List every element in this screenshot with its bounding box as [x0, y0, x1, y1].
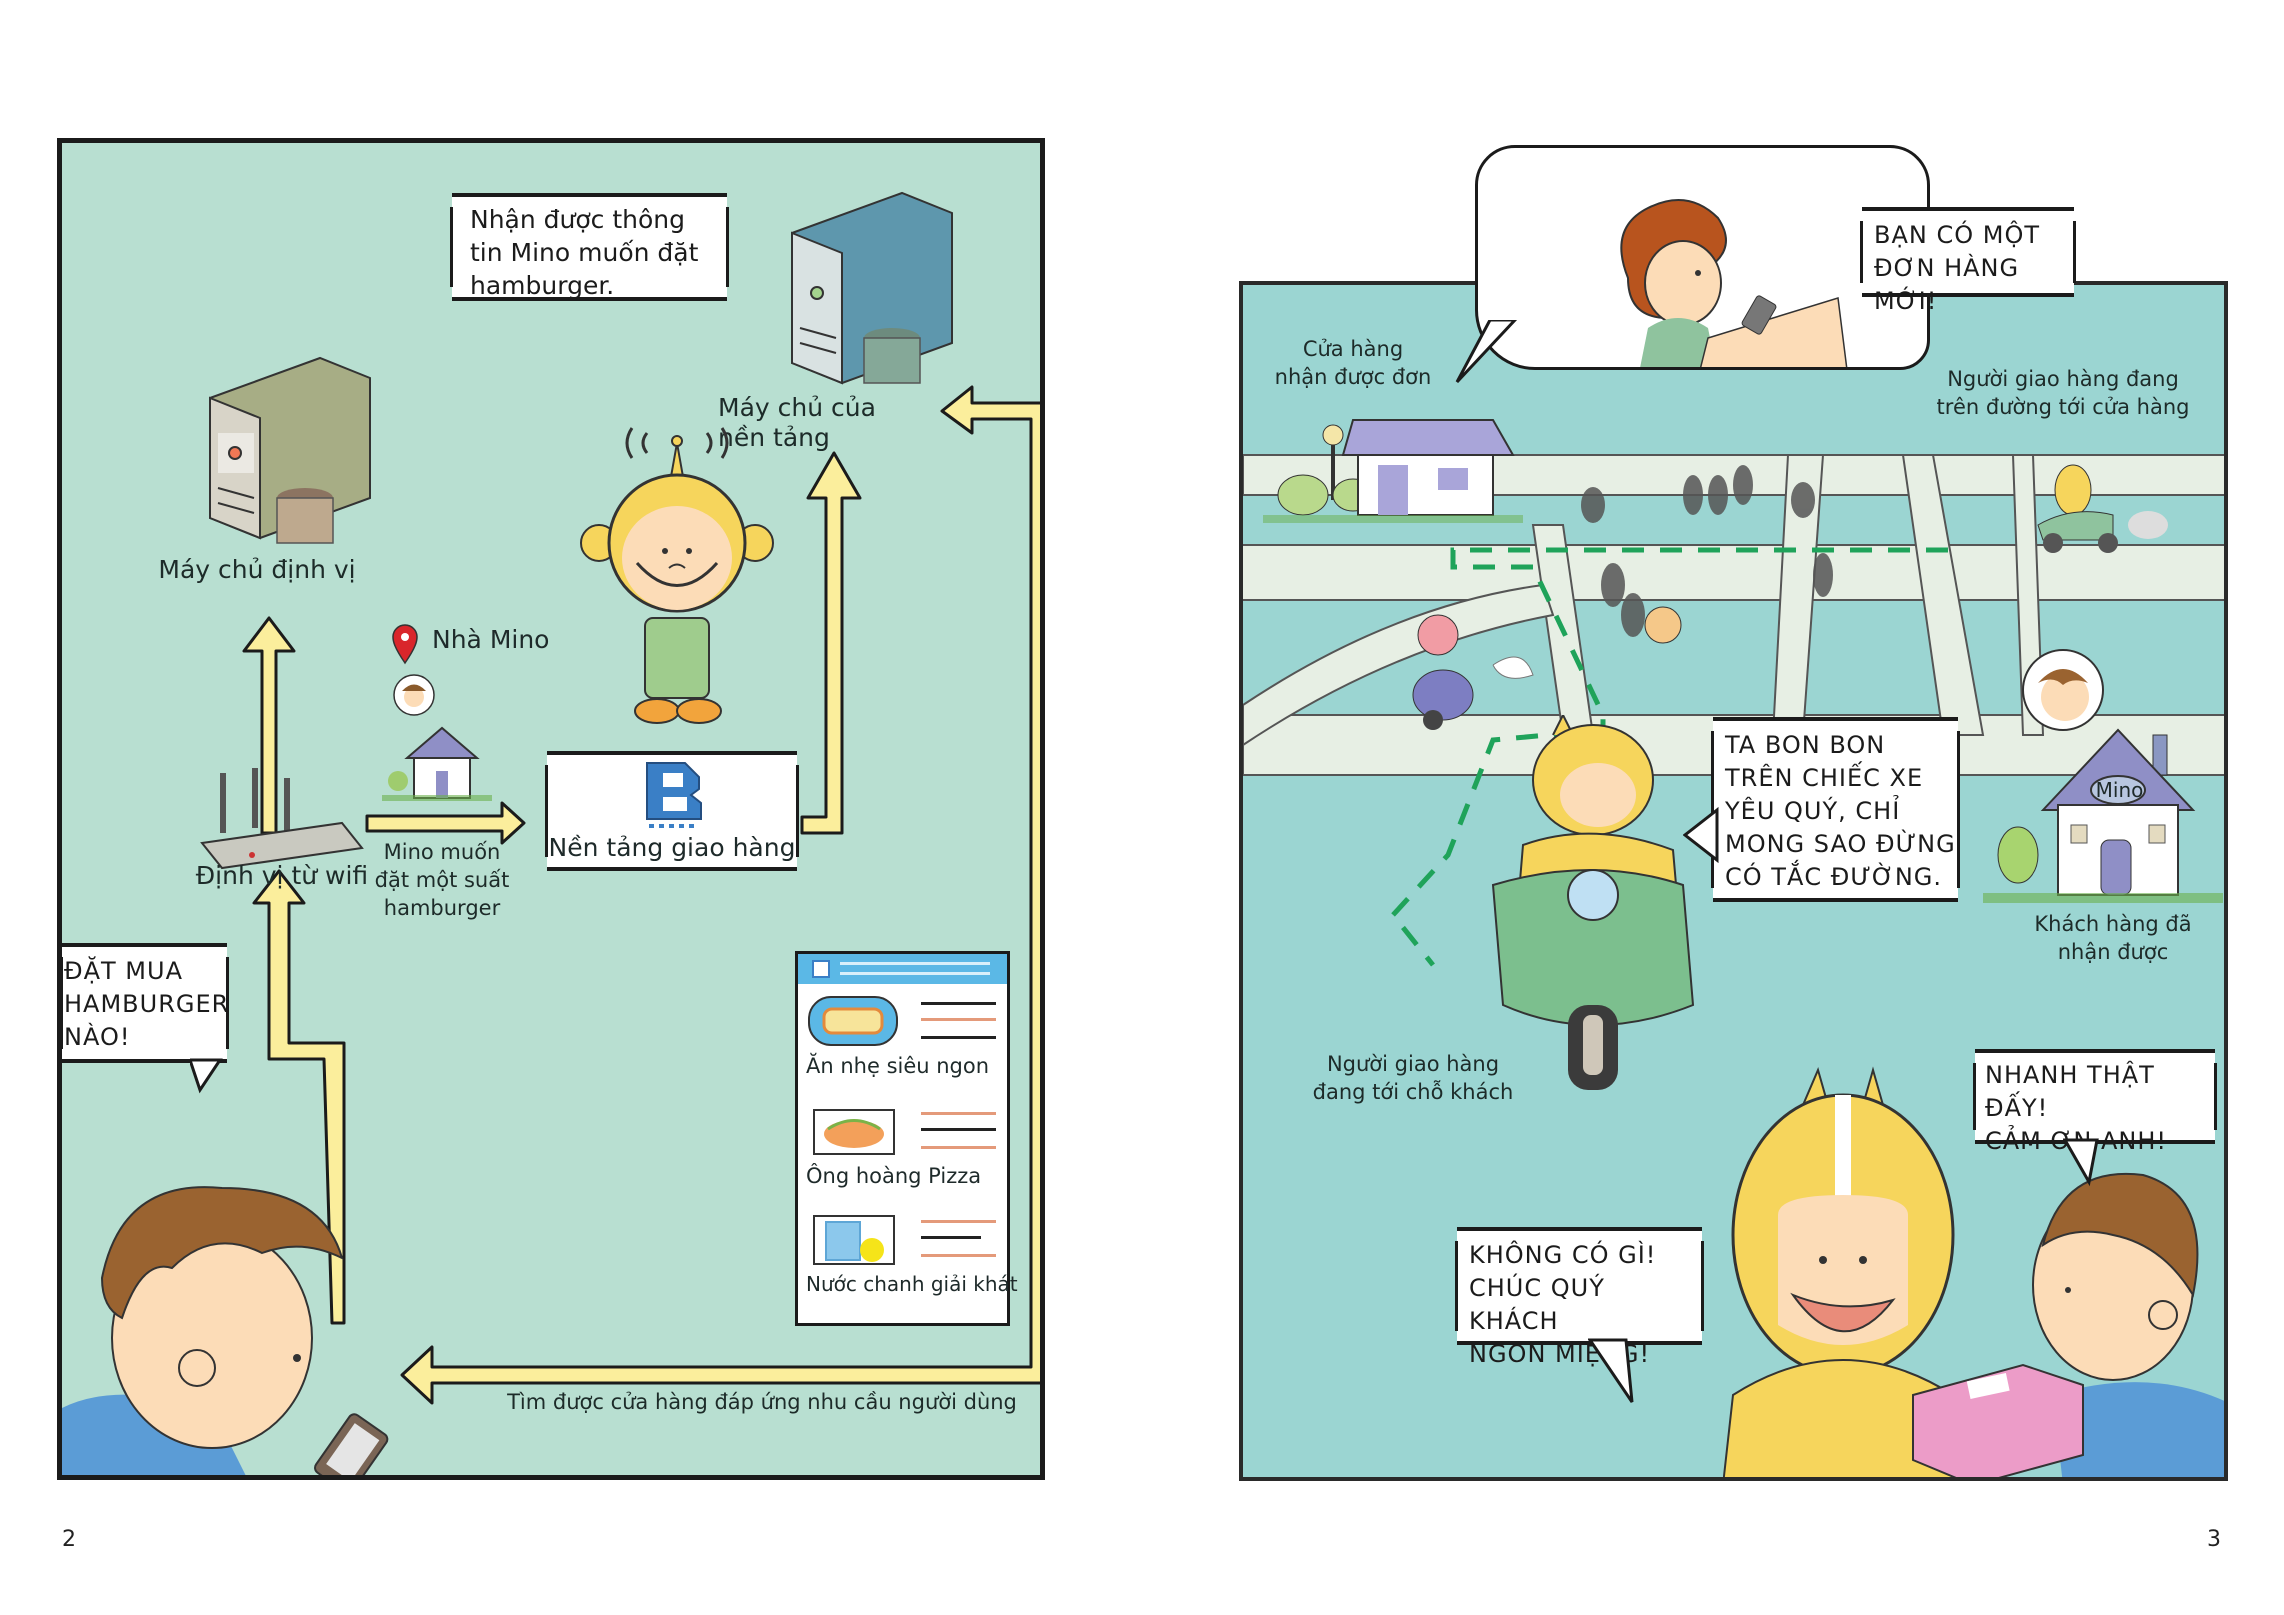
speech-bubble-reply: KHÔNG CÓ GÌ! CHÚC QUÝ KHÁCH NGON MIỆNG! — [1455, 1227, 1704, 1368]
speech-tail — [1683, 806, 1719, 864]
location-server-label: Máy chủ định vị — [158, 555, 356, 584]
customer-received-caption: Khách hàng đã nhận được — [2034, 912, 2192, 964]
speech-tail — [1455, 320, 1518, 384]
route-path — [1389, 547, 1948, 967]
store-list-header — [798, 954, 1007, 984]
location-server-illustration — [190, 338, 390, 548]
home-pin-label: Nhà Mino — [432, 625, 550, 654]
pedestrians-illustration — [1581, 465, 1833, 644]
speech-tail — [2063, 1138, 2099, 1187]
speech-thanks-text: NHANH THẬT ĐẤY! CẢM ƠN ANH! — [1985, 1061, 2168, 1155]
sandwich-icon — [808, 996, 898, 1046]
page-number-left: 2 — [62, 1527, 76, 1552]
arrow-user-to-wifi — [252, 869, 346, 1325]
right-comic-panel: Cửa hàng nhận được đơn Người giao hàng đ… — [1239, 281, 2228, 1481]
speech-reply-text: KHÔNG CÓ GÌ! CHÚC QUÝ KHÁCH NGON MIỆNG! — [1469, 1241, 1657, 1368]
speech-bubble-rider: TA BON BON TRÊN CHIẾC XE YÊU QUÝ, CHỈ MO… — [1711, 717, 1960, 902]
location-pin-icon — [390, 623, 420, 665]
store-list-item-label: Ăn nhẹ siêu ngon — [806, 1054, 990, 1078]
pink-helmet-scooter — [1412, 614, 1534, 730]
courier-scooter-small — [2037, 464, 2168, 553]
house-sign: Mino — [2095, 778, 2144, 802]
shop-owner-illustration — [1620, 199, 1848, 367]
platform-server-label: Máy chủ của nền tảng — [718, 393, 876, 452]
order-caption: Mino muốn đặt một suất hamburger — [374, 840, 510, 920]
store-list-item[interactable]: Ông hoàng Pizza — [806, 1104, 1001, 1204]
wifi-router-illustration — [192, 763, 372, 873]
signal-wave-icon — [625, 427, 634, 459]
arrow-server-to-user — [400, 385, 1040, 1405]
lemonade-icon — [813, 1215, 895, 1265]
speech-new-order-text: BẠN CÓ MỘT ĐƠN HÀNG MỚI! — [1874, 221, 2040, 315]
speech-order-text: ĐẶT MUA HAMBURGER NÀO! — [64, 957, 230, 1051]
speech-tail — [190, 1058, 223, 1094]
rider-on-scooter-illustration — [1483, 715, 1723, 1095]
robot-character — [577, 413, 777, 743]
package-box — [1912, 1363, 2084, 1477]
left-comic-panel: Máy chủ định vị Máy chủ của nền tảng Nhậ… — [57, 138, 1045, 1480]
found-store-caption: Tìm được cửa hàng đáp ứng nhu cầu người … — [507, 1390, 1017, 1414]
wifi-label: Định vị từ wifi — [195, 861, 369, 890]
page-number-right: 3 — [2207, 1527, 2221, 1552]
speech-bubble-order: ĐẶT MUA HAMBURGER NÀO! — [62, 943, 230, 1063]
boy-with-phone-illustration — [62, 1158, 392, 1475]
delivery-platform-box: Nền tảng giao hàng — [545, 751, 799, 871]
note-received-box: Nhận được thông tin Mino muốn đặt hambur… — [450, 193, 729, 301]
store-list-item[interactable]: Ăn nhẹ siêu ngon — [806, 994, 1001, 1094]
arrow-platform-to-server — [800, 451, 862, 835]
speech-bubble-new-order: BẠN CÓ MỘT ĐƠN HÀNG MỚI! — [1860, 207, 2076, 315]
mino-home-illustration — [382, 673, 492, 803]
store-list-item[interactable]: Nước chanh giải khát — [806, 1212, 1018, 1312]
speech-bubble-thanks: NHANH THẬT ĐẤY! CẢM ƠN ANH! — [1973, 1049, 2217, 1155]
store-caption: Cửa hàng nhận được đơn — [1274, 337, 1432, 389]
courier-to-customer-caption: Người giao hàng đang tới chỗ khách — [1312, 1052, 1514, 1104]
arrow-home-to-platform — [365, 801, 526, 845]
shop-owner-thought-bubble — [1475, 145, 1930, 370]
store-list-item-label: Ông hoàng Pizza — [806, 1164, 982, 1188]
mino-house-illustration — [1983, 645, 2223, 905]
note-received-text: Nhận được thông tin Mino muốn đặt hambur… — [470, 205, 699, 300]
speech-rider-text: TA BON BON TRÊN CHIẾC XE YÊU QUÝ, CHỈ MO… — [1725, 731, 1956, 891]
arrow-wifi-to-location-server — [242, 616, 296, 835]
platform-server-illustration — [772, 173, 972, 393]
flow-arrows — [242, 385, 1040, 1405]
store-list-item-label: Nước chanh giải khát — [806, 1272, 1018, 1296]
speech-tail — [1588, 1338, 1634, 1403]
delivery-handoff-illustration — [1723, 1065, 2224, 1477]
store-illustration — [1263, 400, 1523, 530]
courier-to-store-caption: Người giao hàng đang trên đường tới cửa … — [1936, 367, 2190, 419]
platform-logo-icon — [812, 960, 830, 978]
platform-logo-icon — [646, 762, 702, 828]
platform-label: Nền tảng giao hàng — [548, 833, 796, 862]
store-list-card: Ăn nhẹ siêu ngon Ông hoàng Pizza Nước ch… — [795, 951, 1018, 1326]
pizza-icon — [813, 1109, 895, 1155]
